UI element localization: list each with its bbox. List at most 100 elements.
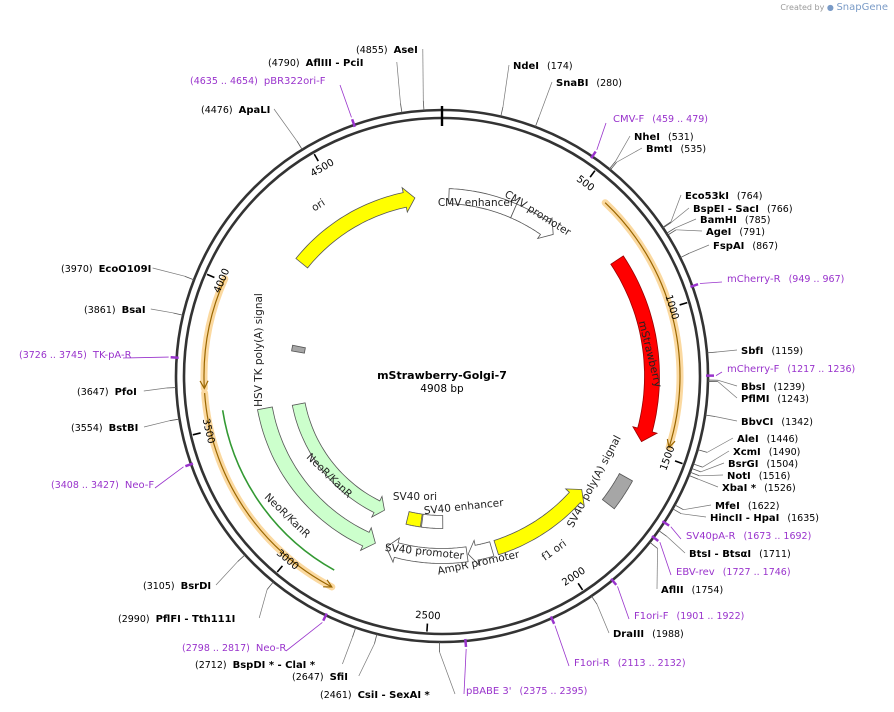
primer-neo-f[interactable]: (3408 .. 3427)Neo-F [51,480,154,491]
feature-sv40-promoter[interactable] [385,537,469,564]
primer-f1ori-r[interactable]: F1ori-R(2113 .. 2132) [574,658,686,669]
enzyme-leader [656,548,658,590]
feature-mstrawberry[interactable] [610,255,660,443]
enzyme-snabi[interactable]: SnaBI(280) [556,78,622,89]
enzyme-name: XbaI * [722,483,757,494]
enzyme-bsrdi[interactable]: (3105)BsrDI [143,581,211,592]
enzyme-pflmi[interactable]: PflMI(1243) [741,394,809,405]
enzyme-position: (3861) [84,305,116,316]
feature-sv40-poly-a-signal[interactable] [601,473,634,510]
primer-leader [699,281,723,284]
enzyme-position: (1516) [759,471,791,482]
enzyme-name: BtsI - BtsαI [689,549,751,560]
feature-ampr-promoter[interactable] [467,539,495,567]
primer-range: (3726 .. 3745) [19,350,87,361]
enzyme-apali[interactable]: (4476)ApaLI [201,105,270,116]
primer-cmv-f[interactable]: CMV-F(459 .. 479) [613,114,708,125]
enzyme-leader [671,207,690,223]
feature-hsv-tk-poly-a-signal[interactable] [291,344,306,354]
enzyme-leader [538,81,553,118]
enzyme-name: SnaBI [556,78,588,89]
enzyme-draiii[interactable]: DraIII(1988) [613,629,684,640]
enzyme-ecoo109i[interactable]: (3970)EcoO109I [61,264,151,275]
feature-label-sv40-ori: SV40 ori [393,491,437,503]
enzyme-position: (4476) [201,105,233,116]
enzyme-aflii[interactable]: AflII(1754) [661,585,723,596]
primer-marker [651,535,660,542]
enzyme-site-mark [672,508,682,515]
enzyme-leader [396,61,401,104]
enzyme-position: (867) [752,241,778,252]
enzyme-bmti[interactable]: BmtI(535) [646,144,706,155]
enzyme-xbai[interactable]: XbaI * (1526) [722,483,796,494]
enzyme-site-mark [666,227,676,234]
primer-mcherry-r[interactable]: mCherry-R(949 .. 967) [727,274,844,285]
enzyme-fspai[interactable]: FspAI(867) [713,241,778,252]
enzyme-bspei-saci[interactable]: BspEI - SacI(766) [693,204,793,215]
feature-neor-kanr[interactable] [257,406,376,552]
enzyme-site-mark [609,161,617,171]
enzyme-csii-sexai[interactable]: (2461)CsiI - SexAI * [320,690,431,701]
enzyme-bspdi-clai[interactable]: (2712)BspDI * - ClaI * [195,660,316,671]
enzyme-afliii-pcii[interactable]: (4790)AflIII - PciI [268,58,363,69]
enzyme-bsai[interactable]: (3861)BsaI [84,305,146,316]
tick-label: 3500 [200,418,217,445]
enzyme-alei[interactable]: AleI(1446) [737,434,798,445]
primer-tk-pa-r[interactable]: (3726 .. 3745)TK-pA-R [19,350,132,361]
feature-sv40-ori[interactable] [405,511,423,528]
enzyme-sbfi[interactable]: SbfI(1159) [741,346,803,357]
primer-marker [690,282,699,289]
enzyme-hincii-hpai[interactable]: HincII - HpaI(1635) [710,513,819,524]
enzyme-eco53ki[interactable]: Eco53kI(764) [685,191,762,202]
primer-f1ori-f[interactable]: F1ori-F(1901 .. 1922) [634,611,744,622]
feature-neor-kanr[interactable] [291,402,385,518]
feature-f1-ori[interactable] [493,488,585,556]
feature-ori[interactable] [295,186,416,269]
enzyme-noti[interactable]: NotI(1516) [727,471,790,482]
feature-label-f1-ori: f1 ori [540,538,569,564]
enzyme-site-mark [674,504,684,511]
enzyme-position: (1622) [748,501,780,512]
primer-sv40pa-r[interactable]: SV40pA-R(1673 .. 1692) [686,531,811,542]
enzyme-leader [676,229,703,232]
enzyme-pfoi[interactable]: (3647)PfoI [77,387,137,398]
orf-arrow-icon [666,438,676,449]
primer-neo-r[interactable]: (2798 .. 2817)Neo-R [182,643,286,654]
enzyme-ndei[interactable]: NdeI(174) [513,61,573,72]
enzyme-leader [716,349,738,353]
enzyme-name: CsiI - SexAI * [358,690,431,701]
enzyme-bbvci[interactable]: BbvCI(1342) [741,417,813,428]
enzyme-position: (1490) [769,447,801,458]
enzyme-sfii[interactable]: (2647)SfiI [292,672,348,683]
primer-marker [170,355,179,360]
enzyme-leader [152,267,185,277]
feature-label-ori: ori [309,197,327,214]
enzyme-bsrgi[interactable]: BsrGI(1504) [728,459,798,470]
feature-cmv-promoter[interactable] [510,203,554,240]
enzyme-pflfi-tth111i[interactable]: (2990)PflFI - Tth111I [118,614,235,625]
feature-sv40-enhancer[interactable] [420,513,444,529]
enzyme-xcmi[interactable]: XcmI(1490) [733,447,800,458]
enzyme-asei[interactable]: (4855)AseI [356,45,418,56]
enzyme-position: (785) [745,215,771,226]
enzyme-bbsi[interactable]: BbsI(1239) [741,382,805,393]
enzyme-position: (1526) [764,483,796,494]
enzyme-agei[interactable]: AgeI(791) [706,227,765,238]
orf-line [203,278,226,389]
primer-pbabe-3[interactable]: pBABE 3'(2375 .. 2395) [466,686,587,697]
tick-mark [577,582,584,591]
tick-mark [313,153,319,162]
enzyme-position: (1342) [781,417,813,428]
primer-pbr322ori-f[interactable]: (4635 .. 4654)pBR322ori-F [190,76,326,87]
enzyme-btsi-bts-i[interactable]: BtsI - BtsαI(1711) [689,549,791,560]
primer-ebv-rev[interactable]: EBV-rev(1727 .. 1746) [676,567,791,578]
enzyme-site-mark [422,100,425,111]
enzyme-bstbi[interactable]: (3554)BstBI [71,423,138,434]
primer-marker [610,577,618,586]
enzyme-bamhi[interactable]: BamHI(785) [700,215,770,226]
primer-mcherry-f[interactable]: mCherry-F(1217 .. 1236) [727,364,855,375]
enzyme-mfei[interactable]: MfeI(1622) [715,501,779,512]
tick-mark [206,273,215,279]
primer-range: (3408 .. 3427) [51,480,119,491]
enzyme-nhei[interactable]: NheI(531) [634,132,694,143]
